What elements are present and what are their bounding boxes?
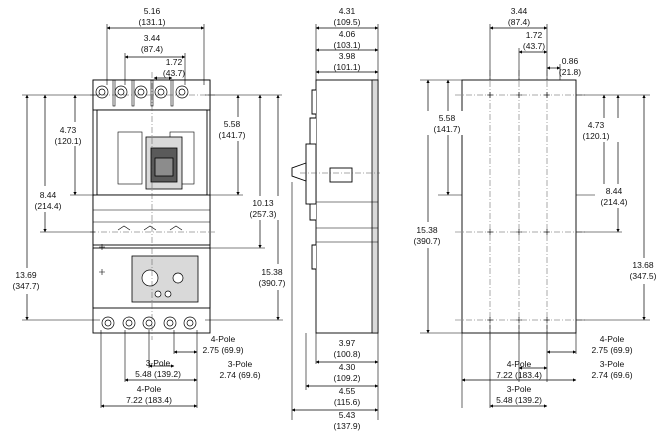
front-view: 5.16 (131.1) 3.44 (87.4) 1.72 (43.7) 4.7… — [8, 6, 290, 408]
panel-right-d3-mm: (347.5) — [630, 271, 657, 281]
panel-bottom-pole3b-val: 2.74 (69.6) — [591, 370, 632, 380]
front-top-w-3pole: 3.44 — [144, 33, 161, 43]
side-body — [315, 79, 379, 334]
front-bottom-pole3b-label: 3-Pole — [228, 359, 253, 369]
front-top-w-total: 5.16 — [144, 6, 161, 16]
side-bottom-d3-mm: (115.6) — [334, 397, 360, 407]
side-top-d1-mm: (109.5) — [334, 17, 361, 27]
front-right-d2: 10.13 — [252, 198, 274, 208]
panel-top-w2-mm: (43.7) — [523, 41, 545, 51]
panel-left-d2: 15.38 — [416, 225, 438, 235]
front-left-d2-mm: (214.4) — [35, 201, 62, 211]
panel-right-d1: 4.73 — [588, 120, 605, 130]
side-top-d2-mm: (103.1) — [334, 40, 361, 50]
side-bottom-d1-mm: (100.8) — [334, 349, 361, 359]
front-bottom-pole3-val: 5.48 (139.2) — [135, 369, 181, 379]
front-right-d1-mm: (141.7) — [219, 130, 246, 140]
side-bottom-d2: 4.30 — [339, 362, 356, 372]
panel-bottom-pole3-label: 3-Pole — [507, 384, 532, 394]
mid-section — [92, 194, 211, 246]
front-bottom-pole3b-val: 2.74 (69.6) — [219, 370, 260, 380]
front-bottom-pole4a-val: 2.75 (69.9) — [202, 345, 243, 355]
side-handle-housing — [305, 143, 317, 205]
front-bottom-pole4a-label: 4-Pole — [211, 334, 236, 344]
panel-top-w3: 0.86 — [562, 56, 579, 66]
side-handle — [291, 162, 307, 182]
front-bottom-pole3-label: 3-Pole — [146, 358, 171, 368]
front-left-d3: 13.69 — [15, 270, 37, 280]
front-left-d1: 4.73 — [60, 125, 77, 135]
panel-right-d1-mm: (120.1) — [583, 131, 610, 141]
side-top-d3-mm: (101.1) — [334, 62, 361, 72]
front-right-d3-mm: (390.7) — [259, 278, 286, 288]
front-bottom-pole4-val: 7.22 (183.4) — [126, 395, 172, 405]
side-top-d1: 4.31 — [339, 6, 356, 16]
side-top-d2: 4.06 — [339, 29, 356, 39]
panel-top-w1: 3.44 — [511, 6, 528, 16]
front-top-w-single-mm: (43.7) — [163, 68, 185, 78]
side-view: 4.31 (109.5) 4.06 (103.1) 3.98 (101.1) 3… — [291, 6, 380, 431]
side-bottom-d4-mm: (137.9) — [334, 421, 361, 431]
panel-bottom-pole4-val: 7.22 (183.4) — [496, 370, 542, 380]
panel-top-w2: 1.72 — [526, 30, 543, 40]
front-right-d3: 15.38 — [261, 267, 283, 277]
panel-bottom-pole4-label: 4-Pole — [507, 359, 532, 369]
front-top-w-single: 1.72 — [166, 57, 183, 67]
front-top-w-total-mm: (131.1) — [139, 17, 166, 27]
side-bottom-d1: 3.97 — [339, 338, 356, 348]
front-right-d2-mm: (257.3) — [250, 209, 277, 219]
panel-bottom-pole3b-label: 3-Pole — [600, 359, 625, 369]
side-bottom-d4: 5.43 — [339, 410, 356, 420]
front-top-w-3pole-mm: (87.4) — [141, 44, 163, 54]
side-bottom-d2-mm: (109.2) — [334, 373, 361, 383]
side-bottom-d3: 4.55 — [339, 386, 356, 396]
panel-top-w1-mm: (87.4) — [508, 17, 530, 27]
front-left-d3-mm: (347.7) — [13, 281, 40, 291]
front-left-d1-mm: (120.1) — [55, 136, 82, 146]
panel-bottom-pole4a-val: 2.75 (69.9) — [591, 345, 632, 355]
panel-left-d1-mm: (141.7) — [434, 124, 461, 134]
panel-holes — [487, 92, 550, 323]
panel-right-d3: 13.68 — [632, 260, 654, 270]
front-left-d2: 8.44 — [40, 190, 57, 200]
front-right-d1: 5.58 — [224, 119, 241, 129]
cover-window-left — [117, 131, 143, 185]
panel-bottom-pole4a-label: 4-Pole — [600, 334, 625, 344]
panel-view: 3.44 (87.4) 1.72 (43.7) 0.86 (21.8) 5.58… — [405, 6, 666, 408]
panel-right-d2: 8.44 — [606, 186, 623, 196]
side-top-d3: 3.98 — [339, 51, 356, 61]
panel-right-d2-mm: (214.4) — [601, 197, 628, 207]
front-bottom-pole4-label: 4-Pole — [137, 384, 162, 394]
panel-bottom-pole3-val: 5.48 (139.2) — [496, 395, 542, 405]
panel-top-w3-mm: (21.8) — [559, 67, 581, 77]
panel-left-d1: 5.58 — [439, 113, 456, 123]
panel-left-d2-mm: (390.7) — [414, 236, 441, 246]
